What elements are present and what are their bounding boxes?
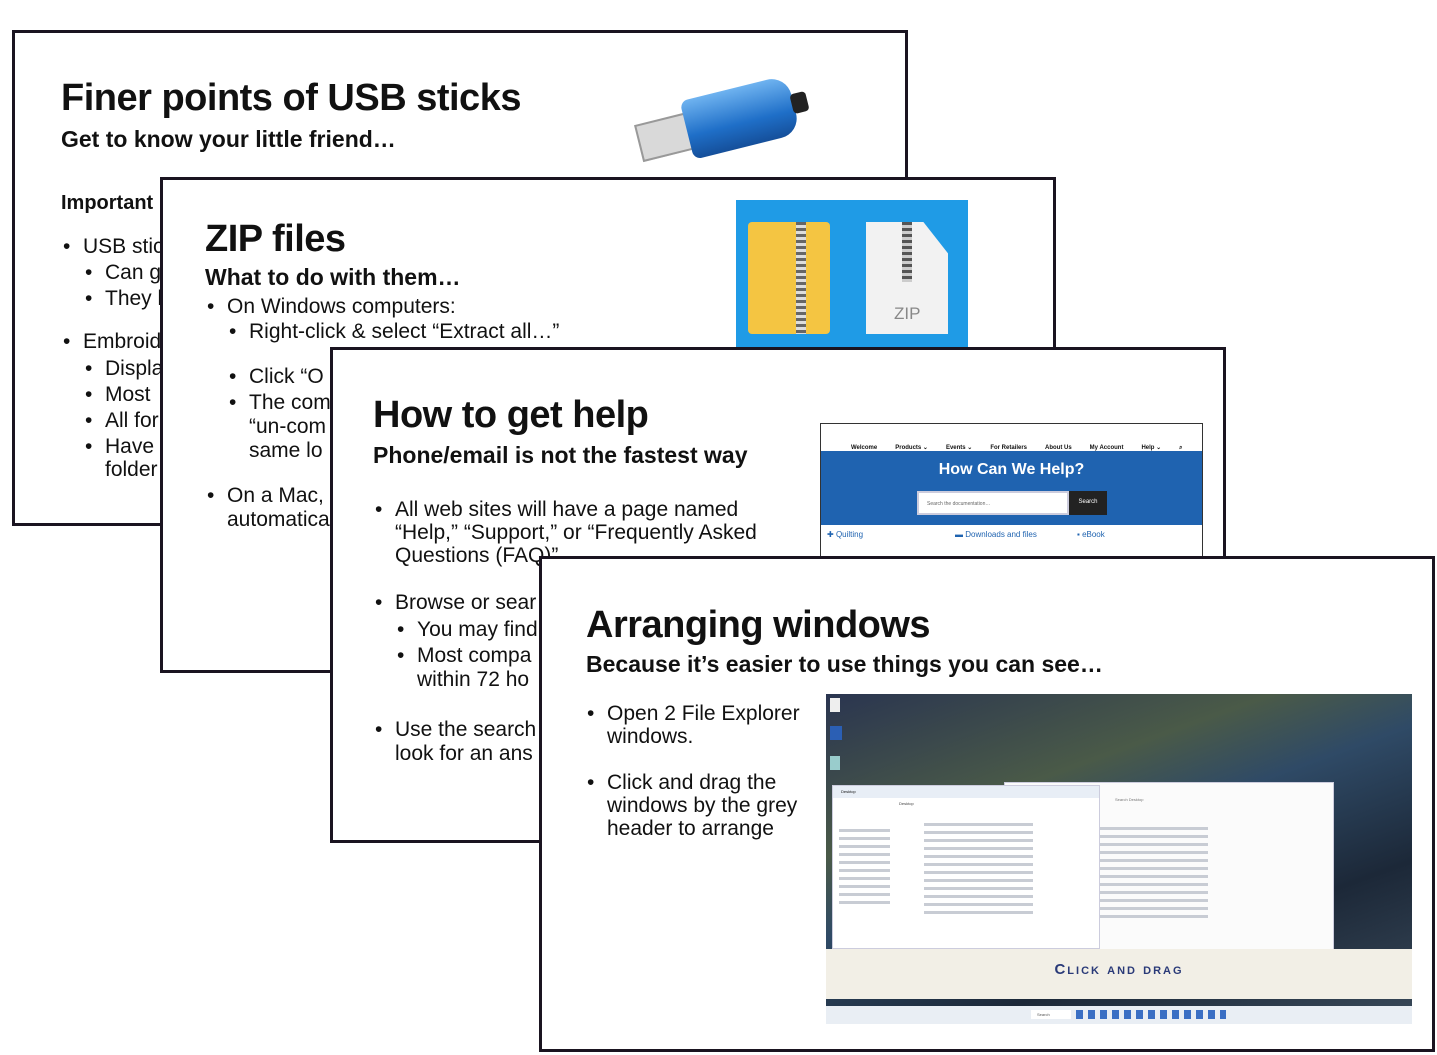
- nav-item[interactable]: My Account: [1089, 445, 1124, 451]
- sub-bullet: Most: [85, 383, 150, 406]
- taskbar-search[interactable]: Search: [1031, 1010, 1071, 1019]
- slide-title: Arranging windows: [586, 604, 931, 646]
- file-explorer-window-left[interactable]: Desktop Desktop: [832, 785, 1100, 949]
- help-search-button[interactable]: Search: [1069, 491, 1107, 515]
- nav-item[interactable]: Events ⌄: [945, 445, 973, 451]
- usb-stick-image: [627, 53, 823, 184]
- nav-item[interactable]: Products ⌄: [895, 445, 928, 451]
- link-downloads[interactable]: ▬ Downloads and files: [955, 530, 1037, 539]
- link-quilting[interactable]: ✚ Quilting: [827, 530, 864, 539]
- bullet: All web sites will have a page named: [375, 498, 738, 521]
- taskbar-app-icons[interactable]: [1076, 1010, 1226, 1019]
- nav-item[interactable]: About Us: [1045, 445, 1072, 451]
- bullet-continuation: windows.: [607, 725, 694, 748]
- bullet-continuation: automatica: [227, 508, 330, 531]
- nav-item[interactable]: For Retailers: [990, 445, 1027, 451]
- link-ebook[interactable]: ▪ eBook: [1077, 530, 1105, 539]
- help-banner: How Can We Help? Search the documentatio…: [821, 451, 1202, 525]
- sub-bullet: You may find: [397, 618, 538, 641]
- bullet: USB stic: [63, 235, 163, 258]
- zip-icons-image: ZIP: [736, 200, 968, 348]
- bullet: Embroid: [63, 330, 161, 353]
- bullet-continuation: Questions (FAQ)”: [395, 544, 559, 567]
- search-icon[interactable]: ⌕: [1179, 445, 1183, 451]
- slide-title: Finer points of USB sticks: [61, 77, 521, 119]
- window-tab[interactable]: Desktop: [833, 786, 1099, 798]
- nav-item[interactable]: Help ⌄: [1141, 445, 1162, 451]
- help-search-input[interactable]: Search the documentation…: [917, 491, 1069, 515]
- word-doc-icon: [830, 726, 842, 740]
- bullet: On a Mac,: [207, 484, 324, 507]
- website-nav: Welcome Products ⌄ Events ⌄ For Retailers Ab…: [851, 436, 1201, 454]
- sub-bullet: All for: [85, 409, 159, 432]
- sub-bullet: Click “O: [229, 365, 324, 388]
- help-heading: How Can We Help?: [938, 461, 1085, 478]
- bullet-continuation: folder: [105, 458, 158, 481]
- slide-arranging-windows: Arranging windows Because it’s easier to…: [539, 556, 1435, 1052]
- sub-bullet: Can g: [85, 261, 161, 284]
- help-website-screenshot: Welcome Products ⌄ Events ⌄ For Retailers Ab…: [820, 423, 1203, 563]
- bullet-continuation: look for an ans: [395, 742, 533, 765]
- sub-bullet: Displa: [85, 357, 163, 380]
- bullet: Click and drag the: [587, 771, 776, 794]
- sub-bullet: Have: [85, 435, 154, 458]
- bullet-continuation: “un-com: [249, 415, 327, 438]
- zip-label: ZIP: [894, 304, 921, 323]
- nav-item[interactable]: Welcome: [851, 445, 878, 451]
- bullet: Browse or sear: [375, 591, 536, 614]
- explorer-search[interactable]: Search Desktop: [1115, 797, 1144, 802]
- bullet-continuation: within 72 ho: [417, 668, 530, 691]
- slide-title: How to get help: [373, 394, 649, 436]
- bullet-continuation: header to arrange: [607, 817, 774, 840]
- bullet-continuation: same lo: [249, 439, 323, 462]
- desktop-file-icon: [830, 698, 840, 712]
- slide-subtitle: Phone/email is not the fastest way: [373, 442, 748, 468]
- slide-subtitle: What to do with them…: [205, 264, 461, 290]
- sub-bullet: They l: [85, 287, 162, 310]
- sub-bullet: Right-click & select “Extract all…”: [229, 320, 559, 343]
- breadcrumb: Desktop: [899, 801, 914, 806]
- sub-bullet: The com: [229, 391, 331, 414]
- zip-folder-icon: [748, 222, 830, 334]
- sub-bullet: Most compa: [397, 644, 531, 667]
- bullet: On Windows computers:: [207, 295, 456, 318]
- bullet: Use the search: [375, 718, 536, 741]
- slide-subtitle: Get to know your little friend…: [61, 126, 396, 152]
- slide-title: ZIP files: [205, 218, 346, 260]
- taskbar: Search: [826, 1006, 1412, 1024]
- bullet-continuation: “Help,” “Support,” or “Frequently Asked: [395, 521, 757, 544]
- slide-subtitle: Because it’s easier to use things you ca…: [586, 651, 1103, 677]
- recycle-bin-icon: [830, 756, 840, 770]
- bullet-continuation: windows by the grey: [607, 794, 798, 817]
- click-and-drag-caption: Click and drag: [826, 949, 1412, 999]
- desktop-screenshot: Search Desktop Desktop Desktop Click and…: [826, 694, 1412, 1024]
- bullet: Open 2 File Explorer: [587, 702, 800, 725]
- section-heading: Important: [61, 192, 154, 214]
